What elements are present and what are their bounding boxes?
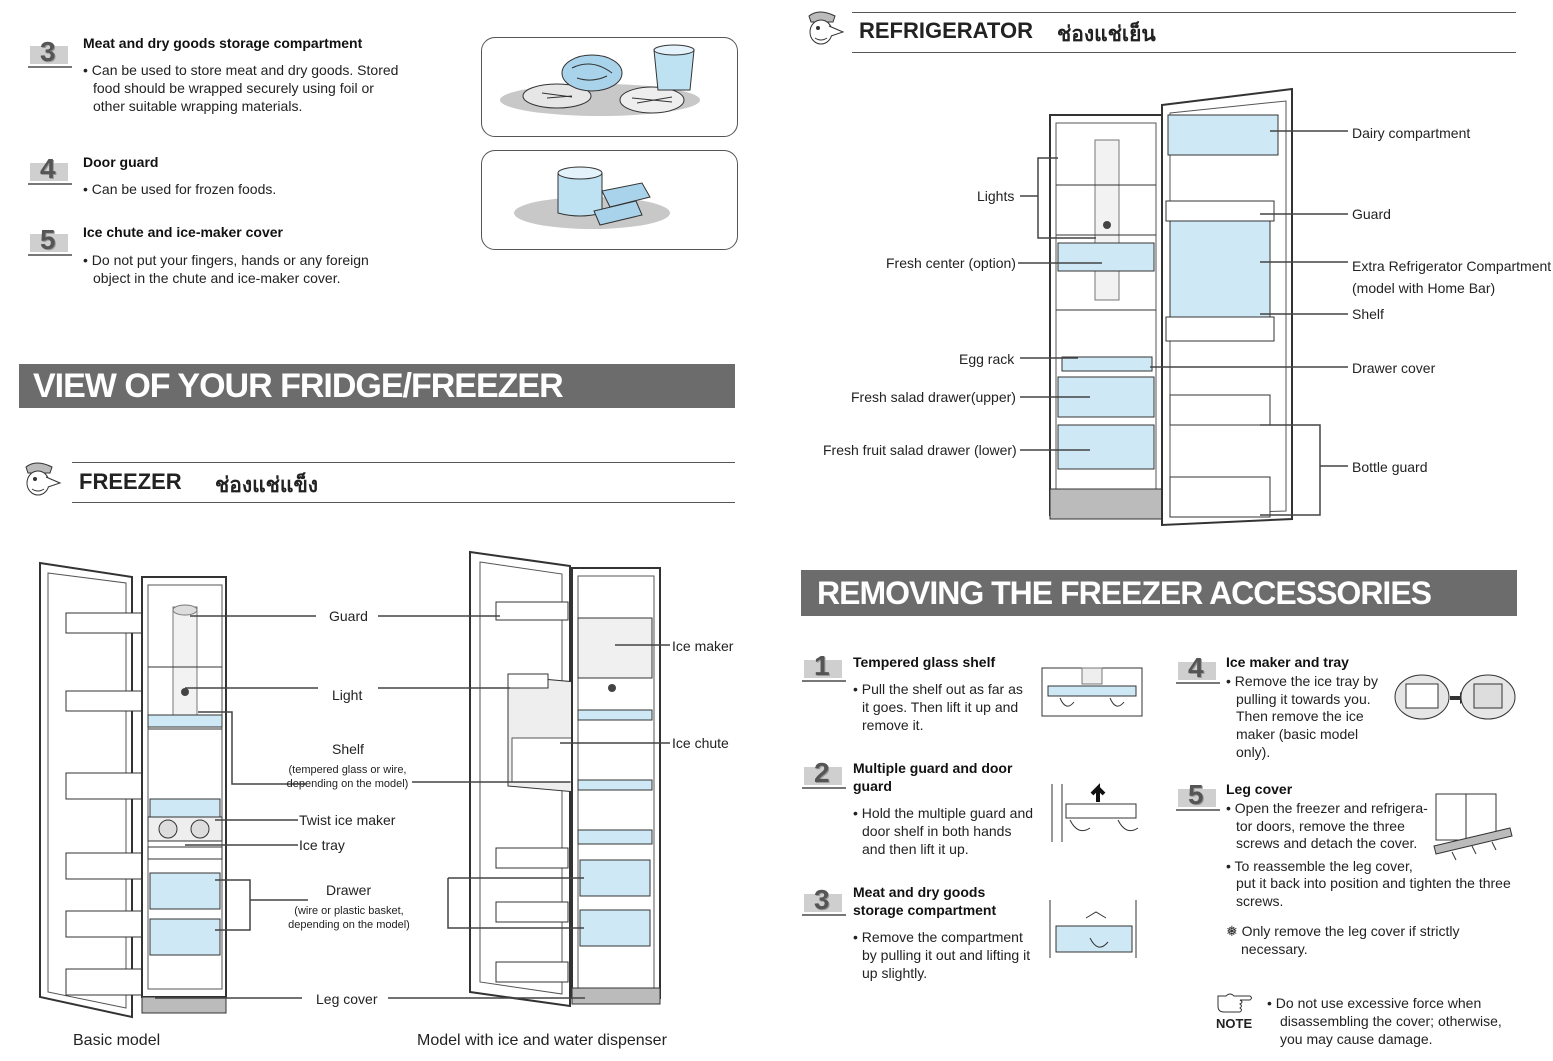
label-shelf: Shelf xyxy=(332,741,364,757)
label-fresh-center: Fresh center (option) xyxy=(886,255,1016,271)
mascot-icon xyxy=(803,8,847,53)
freezer-title: FREEZER xyxy=(79,469,182,494)
item-title: Door guard xyxy=(83,154,159,170)
note-text-1: • Do not use excessive force when xyxy=(1267,995,1482,1011)
label-extra-compartment: Extra Refrigerator Compartment(model wit… xyxy=(1352,258,1552,296)
view-banner: VIEW OF YOUR FRIDGE/FREEZER xyxy=(19,364,735,408)
step-4-illustration xyxy=(1394,674,1516,720)
caption-basic-model: Basic model xyxy=(73,1032,161,1049)
freezer-thai-title: ช่องแช่แข็ง xyxy=(215,474,319,497)
mascot-icon xyxy=(20,459,64,504)
note-text-2: disassembling the cover; otherwise, xyxy=(1280,1013,1502,1029)
refrigerator-diagram xyxy=(1049,87,1293,527)
dispenser-model-diagram xyxy=(469,550,661,1008)
step-3-illustration xyxy=(1049,900,1137,958)
label-guard: Guard xyxy=(329,608,368,624)
basic-model-diagram xyxy=(39,561,227,1019)
step-2-illustration xyxy=(1051,783,1139,842)
refrigerator-thai-title: ช่องแช่เย็น xyxy=(1057,23,1156,46)
label-leg-cover: Leg cover xyxy=(316,991,378,1007)
label-ice-tray: Ice tray xyxy=(299,837,345,853)
step-5-illustration xyxy=(1433,793,1513,861)
label-shelf-sub: (tempered glass or wire,depending on the… xyxy=(286,764,409,790)
label-egg-rack: Egg rack xyxy=(959,351,1015,367)
meat-illustration xyxy=(481,37,738,137)
step-1-illustration xyxy=(1041,667,1143,717)
label-fresh-fruit-lower: Fresh fruit salad drawer (lower) xyxy=(823,442,1017,458)
removing-banner: REMOVING THE FREEZER ACCESSORIES xyxy=(801,570,1517,616)
label-drawer-sub: (wire or plastic basket,depending on the… xyxy=(288,905,410,931)
refrigerator-title: REFRIGERATOR xyxy=(859,18,1033,43)
label-fresh-salad-upper: Fresh salad drawer(upper) xyxy=(851,389,1016,405)
item-title: Meat and dry goods storage compartment xyxy=(83,35,363,51)
caption-dispenser-model: Model with ice and water dispenser xyxy=(417,1032,667,1049)
note-label: NOTE xyxy=(1216,1016,1253,1031)
label-lights: Lights xyxy=(977,188,1015,204)
label-bottle-guard: Bottle guard xyxy=(1352,459,1428,475)
label-guard-ref: Guard xyxy=(1352,206,1391,222)
label-drawer-cover: Drawer cover xyxy=(1352,360,1436,376)
label-ice-chute: Ice chute xyxy=(672,735,729,751)
note-hand-icon xyxy=(1214,990,1254,1019)
item-title: Ice chute and ice-maker cover xyxy=(83,224,283,240)
label-dairy-compartment: Dairy compartment xyxy=(1352,125,1471,141)
only-remove-note: ❅ Only remove the leg cover if strictly xyxy=(1226,923,1460,939)
label-twist-ice-maker: Twist ice maker xyxy=(299,812,396,828)
label-ice-maker: Ice maker xyxy=(672,638,734,654)
note-text-3: you may cause damage. xyxy=(1280,1031,1433,1047)
label-shelf-ref: Shelf xyxy=(1352,306,1384,322)
label-drawer: Drawer xyxy=(326,882,372,898)
ice-pack-illustration xyxy=(481,150,738,250)
label-light: Light xyxy=(332,687,363,703)
